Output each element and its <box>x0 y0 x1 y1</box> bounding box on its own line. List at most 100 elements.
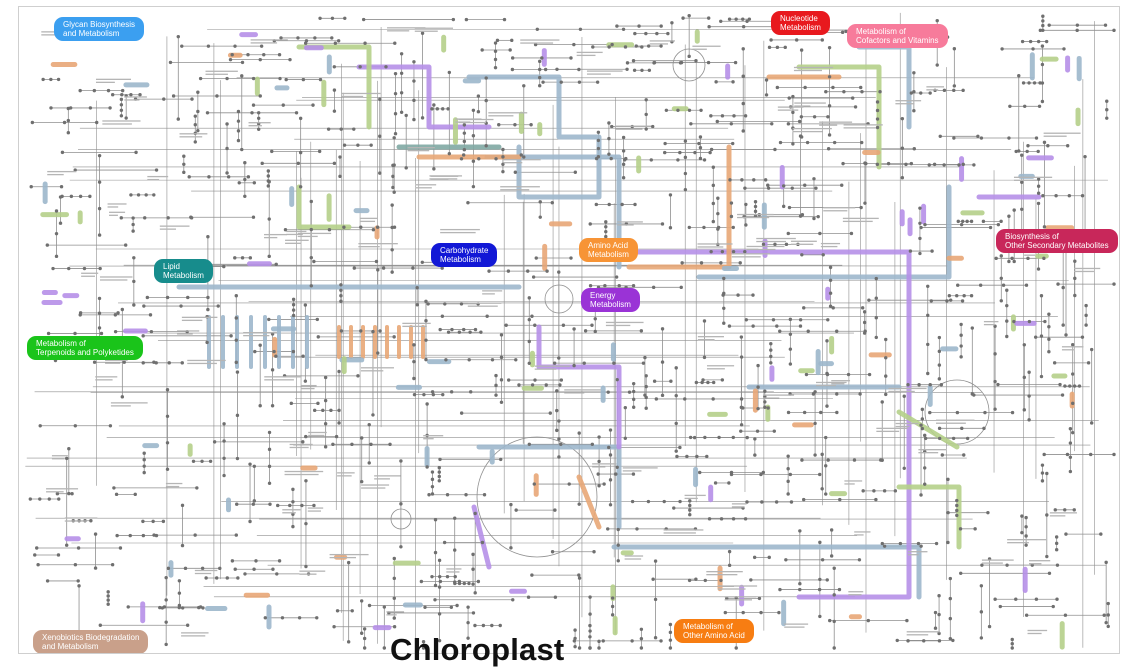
compound-node[interactable] <box>312 260 315 263</box>
compound-node[interactable] <box>503 18 506 21</box>
compound-node[interactable] <box>719 20 722 23</box>
compound-node[interactable] <box>1024 516 1027 519</box>
compound-node[interactable] <box>468 358 471 361</box>
compound-node[interactable] <box>884 374 887 377</box>
compound-node[interactable] <box>680 261 683 264</box>
compound-node[interactable] <box>618 284 621 287</box>
compound-node[interactable] <box>268 482 271 485</box>
compound-node[interactable] <box>802 498 805 501</box>
compound-node[interactable] <box>993 352 996 355</box>
compound-node[interactable] <box>784 558 787 561</box>
compound-node[interactable] <box>143 458 146 461</box>
compound-node[interactable] <box>404 166 407 169</box>
compound-node[interactable] <box>817 215 820 218</box>
compound-node[interactable] <box>141 520 144 523</box>
compound-node[interactable] <box>1005 319 1008 322</box>
compound-node[interactable] <box>193 533 196 536</box>
compound-node[interactable] <box>304 435 307 438</box>
compound-node[interactable] <box>114 313 117 316</box>
compound-node[interactable] <box>168 361 171 364</box>
compound-node[interactable] <box>640 45 643 48</box>
compound-node[interactable] <box>830 528 833 531</box>
compound-node[interactable] <box>728 550 731 553</box>
compound-node[interactable] <box>296 36 299 39</box>
compound-node[interactable] <box>1066 144 1069 147</box>
compound-node[interactable] <box>169 61 172 64</box>
compound-node[interactable] <box>182 155 185 158</box>
compound-node[interactable] <box>109 424 112 427</box>
compound-node[interactable] <box>617 528 620 531</box>
compound-node[interactable] <box>485 315 488 318</box>
compound-node[interactable] <box>935 542 938 545</box>
compound-node[interactable] <box>114 330 117 333</box>
compound-node[interactable] <box>124 243 127 246</box>
compound-node[interactable] <box>622 176 625 179</box>
compound-node[interactable] <box>375 260 378 263</box>
compound-node[interactable] <box>874 498 877 501</box>
compound-node[interactable] <box>496 39 499 42</box>
compound-node[interactable] <box>949 597 952 600</box>
compound-node[interactable] <box>828 75 831 78</box>
compound-node[interactable] <box>743 250 746 253</box>
compound-node[interactable] <box>643 356 646 359</box>
compound-node[interactable] <box>640 329 643 332</box>
compound-node[interactable] <box>67 131 70 134</box>
compound-node[interactable] <box>131 216 134 219</box>
compound-node[interactable] <box>1112 29 1115 32</box>
compound-node[interactable] <box>331 443 334 446</box>
compound-node[interactable] <box>841 162 844 165</box>
compound-node[interactable] <box>291 500 294 503</box>
compound-node[interactable] <box>912 109 915 112</box>
compound-node[interactable] <box>241 61 244 64</box>
compound-node[interactable] <box>1052 605 1055 608</box>
compound-node[interactable] <box>926 285 929 288</box>
compound-node[interactable] <box>684 172 687 175</box>
compound-node[interactable] <box>497 123 500 126</box>
compound-node[interactable] <box>909 249 912 252</box>
compound-node[interactable] <box>393 42 396 45</box>
compound-node[interactable] <box>152 193 155 196</box>
compound-node[interactable] <box>342 226 345 229</box>
compound-node[interactable] <box>399 502 402 505</box>
compound-node[interactable] <box>863 321 866 324</box>
compound-node[interactable] <box>1073 277 1076 280</box>
compound-node[interactable] <box>412 360 415 363</box>
compound-node[interactable] <box>681 16 684 19</box>
compound-node[interactable] <box>833 620 836 623</box>
compound-node[interactable] <box>1007 215 1010 218</box>
compound-node[interactable] <box>663 151 666 154</box>
compound-node[interactable] <box>1039 29 1042 32</box>
compound-node[interactable] <box>773 148 776 151</box>
compound-node[interactable] <box>392 136 395 139</box>
compound-node[interactable] <box>785 243 788 246</box>
compound-node[interactable] <box>753 453 756 456</box>
compound-node[interactable] <box>100 332 103 335</box>
compound-node[interactable] <box>906 639 909 642</box>
compound-node[interactable] <box>788 206 791 209</box>
compound-node[interactable] <box>732 226 735 229</box>
compound-node[interactable] <box>652 61 655 64</box>
compound-node[interactable] <box>937 594 940 597</box>
compound-node[interactable] <box>928 91 931 94</box>
compound-node[interactable] <box>74 563 77 566</box>
compound-node[interactable] <box>632 398 635 401</box>
compound-node[interactable] <box>573 628 576 631</box>
compound-node[interactable] <box>1020 514 1023 517</box>
compound-node[interactable] <box>699 109 702 112</box>
compound-node[interactable] <box>818 473 821 476</box>
compound-node[interactable] <box>131 223 134 226</box>
compound-node[interactable] <box>572 364 575 367</box>
compound-node[interactable] <box>608 203 611 206</box>
compound-node[interactable] <box>192 460 195 463</box>
compound-node[interactable] <box>716 197 719 200</box>
compound-node[interactable] <box>883 544 886 547</box>
compound-node[interactable] <box>333 65 336 68</box>
compound-node[interactable] <box>578 646 581 649</box>
compound-node[interactable] <box>732 114 735 117</box>
compound-node[interactable] <box>321 409 324 412</box>
compound-node[interactable] <box>507 269 510 272</box>
compound-node[interactable] <box>708 517 711 520</box>
compound-node[interactable] <box>1090 421 1093 424</box>
compound-node[interactable] <box>47 332 50 335</box>
compound-node[interactable] <box>901 117 904 120</box>
